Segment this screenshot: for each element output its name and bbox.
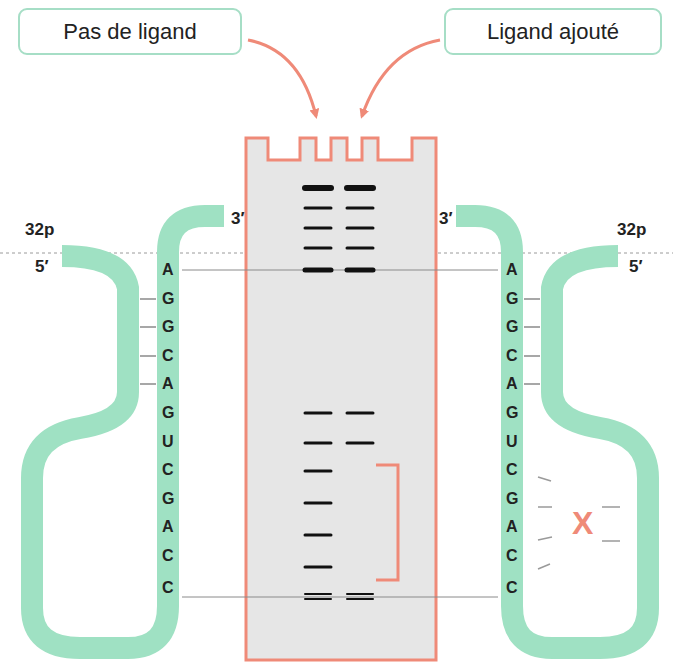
nucleotide: G — [506, 405, 518, 421]
cleavage-marks — [538, 477, 620, 569]
isotope-label: 32p — [617, 221, 646, 238]
cleavage-block-mark: X — [572, 507, 593, 539]
nucleotide: C — [506, 348, 518, 364]
nucleotide: C — [162, 348, 174, 364]
end-label: 3′ — [231, 210, 245, 227]
lane-arrow — [362, 40, 440, 116]
nucleotide: U — [162, 434, 174, 450]
nucleotide: G — [506, 491, 518, 507]
nucleotide: C — [506, 462, 518, 478]
callout-text: Pas de ligand — [63, 19, 196, 45]
nucleotide: A — [506, 376, 518, 392]
end-label: 3′ — [439, 210, 453, 227]
end-label: 5′ — [629, 258, 643, 275]
guide-line — [182, 270, 498, 271]
gel-bands — [305, 188, 373, 599]
lane-arrow — [248, 40, 316, 116]
nucleotide: G — [162, 319, 174, 335]
nucleotide: A — [506, 262, 518, 278]
nucleotide: G — [162, 291, 174, 307]
nucleotide: G — [506, 291, 518, 307]
callout-box: Pas de ligand — [18, 8, 242, 55]
nucleotide: C — [162, 462, 174, 478]
nucleotide: C — [506, 548, 518, 564]
rna-strand — [456, 216, 648, 648]
end-label: 5′ — [35, 258, 49, 275]
guide-line — [182, 597, 498, 598]
nucleotide: A — [162, 376, 174, 392]
nucleotide: C — [162, 548, 174, 564]
nucleotide: C — [162, 580, 174, 596]
callout-box: Ligand ajouté — [444, 8, 662, 55]
nucleotide: A — [162, 262, 174, 278]
nucleotide: U — [506, 434, 518, 450]
bracket — [376, 465, 398, 580]
callout-text: Ligand ajouté — [487, 19, 619, 45]
nucleotide: G — [162, 491, 174, 507]
nucleotide: C — [506, 580, 518, 596]
nucleotide: A — [506, 519, 518, 535]
rna-strand — [32, 216, 224, 648]
nucleotide: G — [162, 405, 174, 421]
nucleotide: G — [506, 319, 518, 335]
isotope-label: 32p — [25, 221, 54, 238]
nucleotide: A — [162, 519, 174, 535]
gel — [246, 138, 436, 660]
